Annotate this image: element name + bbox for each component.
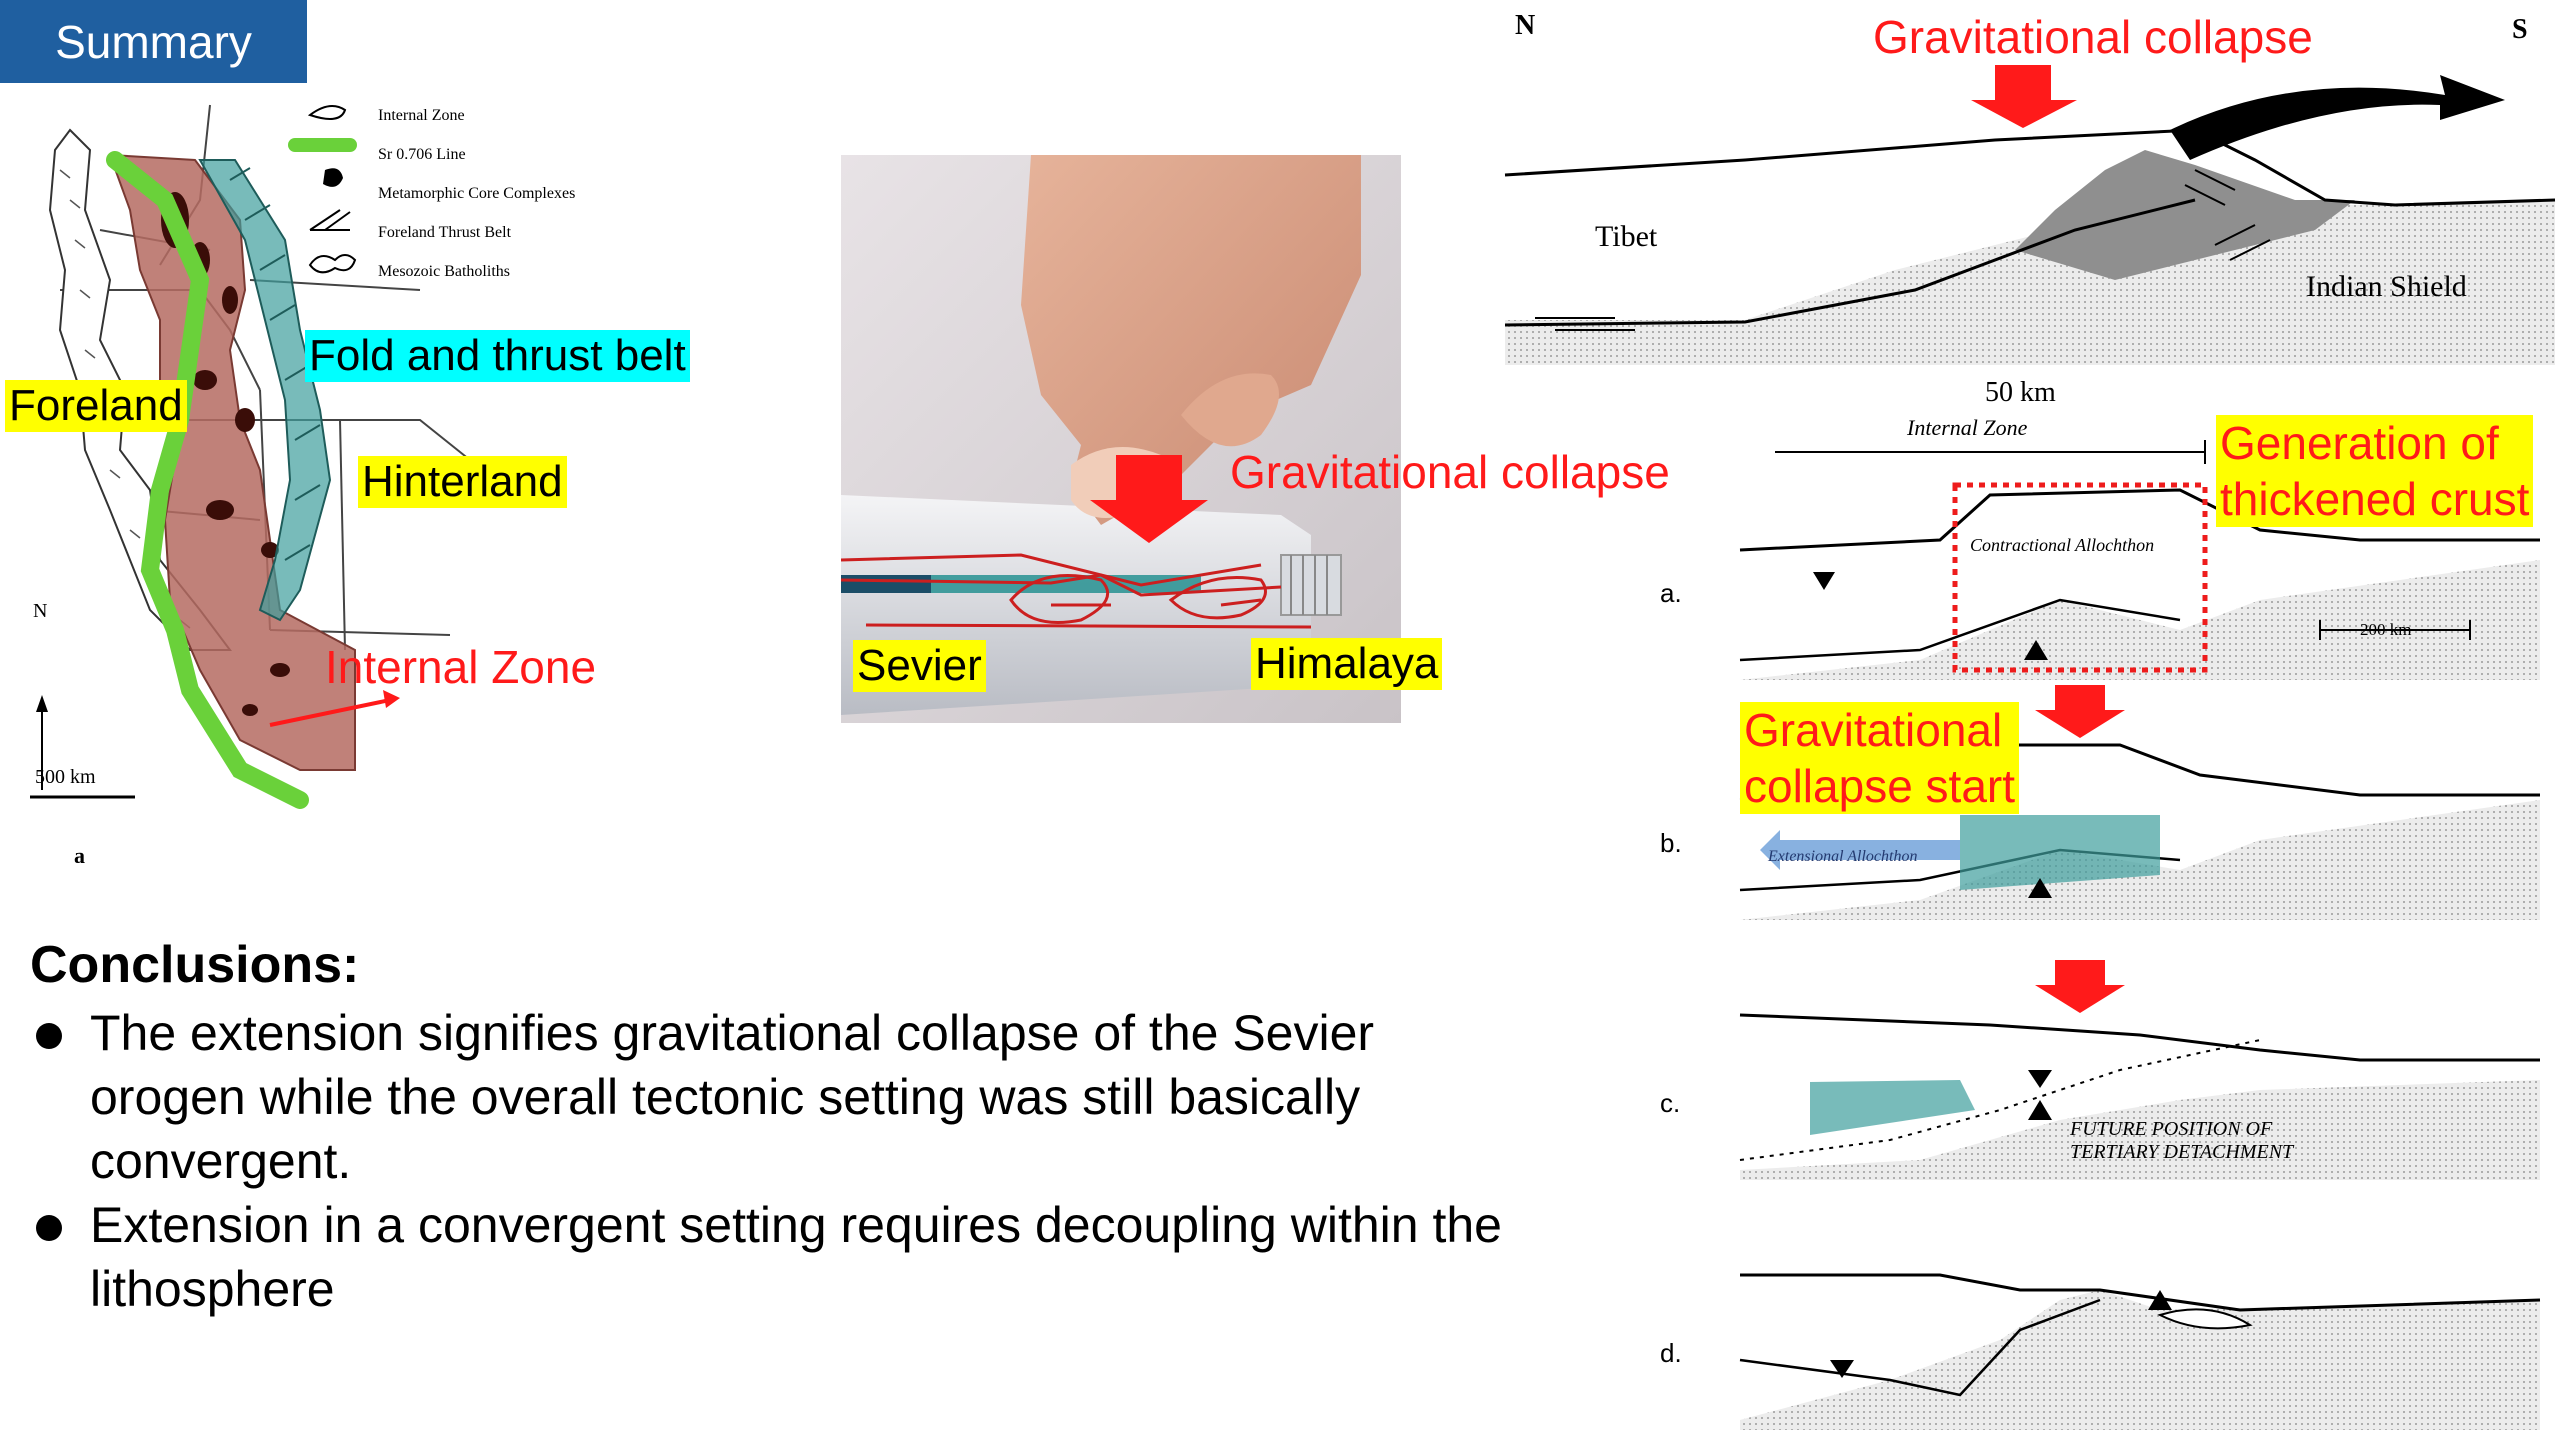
collapse-start-line2: collapse start bbox=[1744, 760, 2016, 812]
extensional-label: Extensional Allochthon bbox=[1768, 848, 1918, 865]
generation-line2: thickened crust bbox=[2220, 473, 2530, 525]
section-collapse-label: Gravitational collapse bbox=[1873, 11, 2313, 63]
section-scale-label: 50 km bbox=[1985, 377, 2056, 408]
legend-item: Mesozoic Batholiths bbox=[378, 263, 510, 280]
collapse-start-line1: Gravitational bbox=[1744, 704, 2003, 756]
legend-item: Foreland Thrust Belt bbox=[378, 224, 512, 241]
indian-shield-label: Indian Shield bbox=[2306, 270, 2467, 303]
list-item: The extension signifies gravitational co… bbox=[30, 1001, 1530, 1193]
internal-zone-arrow-line bbox=[269, 698, 391, 727]
tectonic-map bbox=[0, 90, 720, 890]
sevier-label: Sevier bbox=[853, 640, 986, 692]
conclusions-list: The extension signifies gravitational co… bbox=[30, 1001, 1530, 1321]
tube-collapse-arrow bbox=[1090, 455, 1208, 543]
thrust-belt-icon bbox=[309, 209, 351, 231]
himalaya-label: Himalaya bbox=[1251, 638, 1443, 690]
stages-internal-zone-label: Internal Zone bbox=[1907, 415, 2028, 440]
thrust-belt-area bbox=[198, 159, 332, 622]
map-panel-label: a bbox=[74, 843, 85, 868]
legend-item: Metamorphic Core Complexes bbox=[378, 185, 576, 202]
panel-label-b: b. bbox=[1660, 828, 1682, 858]
future-detachment-label: FUTURE POSITION OF TERTIARY DETACHMENT bbox=[2070, 1118, 2293, 1164]
section-south-label: S bbox=[2512, 14, 2528, 45]
section-north-label: N bbox=[1515, 10, 1536, 41]
conclusions-title: Conclusions: bbox=[30, 936, 360, 994]
north-arrowhead bbox=[36, 695, 48, 712]
panel-label-a: a. bbox=[1660, 578, 1682, 608]
internal-zone-label: Internal Zone bbox=[325, 641, 597, 693]
conclusion-text: The extension signifies gravitational co… bbox=[90, 1005, 1375, 1189]
tibet-label: Tibet bbox=[1595, 220, 1658, 253]
foreland-label: Foreland bbox=[5, 380, 187, 432]
tube-illustration bbox=[841, 155, 1401, 723]
bullet-icon bbox=[36, 1215, 62, 1241]
generation-label: Generation of thickened crust bbox=[2216, 415, 2534, 527]
legend-icons bbox=[288, 105, 357, 274]
slide-title: Summary bbox=[0, 0, 307, 83]
himalaya-section bbox=[1495, 0, 2560, 380]
bullet-icon bbox=[36, 1023, 62, 1049]
future-line1: FUTURE POSITION OF bbox=[2070, 1118, 2273, 1140]
batholith-icon bbox=[308, 254, 357, 274]
black-blob-icon bbox=[323, 168, 343, 187]
internal-zone-arrowhead bbox=[383, 690, 400, 708]
conclusions-block: Conclusions: The extension signifies gra… bbox=[30, 935, 1530, 1321]
map-figure bbox=[30, 104, 471, 809]
generation-line1: Generation of bbox=[2220, 417, 2499, 469]
toothpaste-image bbox=[841, 155, 1401, 723]
contractional-label: Contractional Allochthon bbox=[1970, 535, 2155, 555]
list-item: Extension in a convergent setting requir… bbox=[30, 1193, 1530, 1321]
internal-zone-outline-icon bbox=[307, 105, 347, 120]
panel-label-c: c. bbox=[1660, 1088, 1681, 1118]
sr-line bbox=[106, 151, 309, 809]
legend-item: Internal Zone bbox=[378, 107, 465, 124]
hinterland-label: Hinterland bbox=[358, 456, 567, 508]
internal-zone-area bbox=[108, 153, 356, 771]
stages-figure bbox=[1640, 420, 2560, 1440]
map-scale-label: 500 km bbox=[35, 766, 96, 788]
legend-item: Sr 0.706 Line bbox=[378, 146, 466, 163]
collapse-start-label: Gravitational collapse start bbox=[1740, 702, 2020, 814]
fold-thrust-label: Fold and thrust belt bbox=[305, 330, 690, 382]
thrust-hatch bbox=[229, 167, 321, 561]
stages-diagram bbox=[1739, 440, 2541, 1430]
stages-scale-label: 200 km bbox=[2360, 620, 2412, 639]
conclusion-text: Extension in a convergent setting requir… bbox=[90, 1197, 1502, 1317]
map-north-label: N bbox=[33, 600, 48, 622]
himalaya-section-figure bbox=[1504, 65, 2556, 365]
future-line2: TERTIARY DETACHMENT bbox=[2070, 1141, 2294, 1163]
panel-label-d: d. bbox=[1660, 1338, 1682, 1368]
tube-collapse-label: Gravitational collapse bbox=[1230, 446, 1670, 498]
map-legend: Internal Zone Sr 0.706 Line Metamorphic … bbox=[378, 96, 575, 291]
